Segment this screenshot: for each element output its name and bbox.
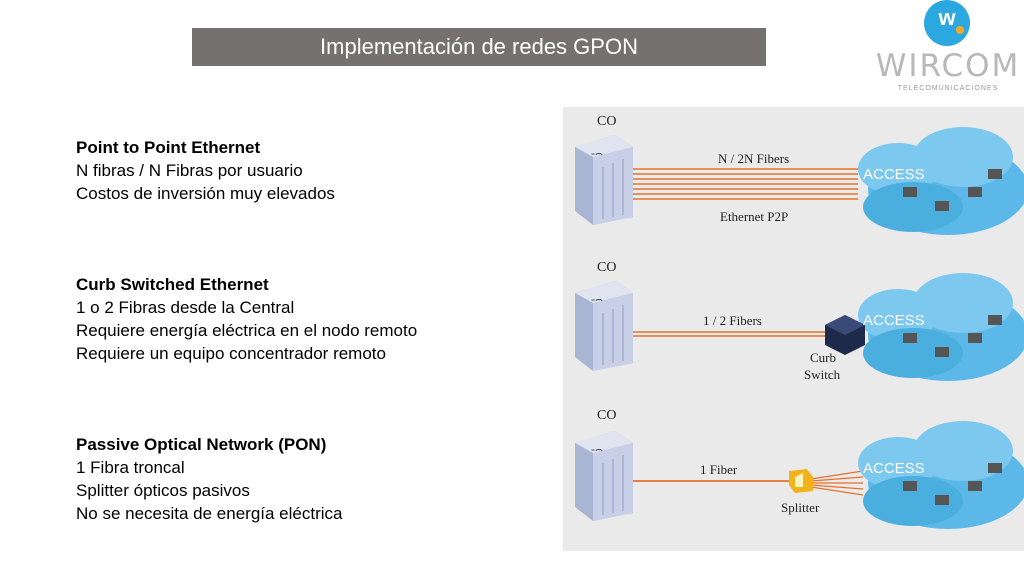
fiber-label: 1 / 2 Fibers <box>703 313 762 328</box>
section-pon: Passive Optical Network (PON) 1 Fibra tr… <box>76 433 343 525</box>
section-line: Costos de inversión muy elevados <box>76 184 335 203</box>
logo-mark: w <box>938 5 956 30</box>
section-line: Splitter ópticos pasivos <box>76 481 250 500</box>
logo-subtitle: TELECOMUNICACIONES <box>897 85 999 92</box>
section-curb: Curb Switched Ethernet 1 o 2 Fibras desd… <box>76 273 417 365</box>
section-heading: Point to Point Ethernet <box>76 138 261 157</box>
panel-p2p: CO -⌢ N / 2N Fibers Ethernet P2P <box>575 114 1024 235</box>
panel-pon: CO -⌢ 1 Fiber <box>575 408 1024 529</box>
cloud-label: ACCESS <box>863 460 925 477</box>
fiber-label: N / 2N Fibers <box>718 151 789 166</box>
fiber-pair <box>633 331 828 337</box>
co-label: CO <box>597 260 616 275</box>
section-line: No se necesita de energía eléctrica <box>76 504 343 523</box>
fiber-label: 1 Fiber <box>700 462 738 477</box>
device-label: Switch <box>804 367 841 382</box>
section-line: 1 Fibra troncal <box>76 458 185 477</box>
splitter-icon <box>789 469 813 493</box>
access-cloud-icon <box>858 273 1024 381</box>
access-cloud-icon <box>858 127 1024 235</box>
panel-curb: CO -⌢ 1 / 2 Fibers <box>575 260 1024 382</box>
section-line: N fibras / N Fibras por usuario <box>76 161 303 180</box>
company-logo: w WIRCOM TELECOMUNICACIONES <box>872 0 1024 100</box>
curb-switch-icon <box>825 315 865 355</box>
fiber-drops <box>810 470 864 496</box>
section-line: Requiere un equipo concentrador remoto <box>76 344 386 363</box>
access-cloud-icon <box>858 421 1024 529</box>
logo-name: WIRCOM <box>875 48 1021 84</box>
section-line: Requiere energía eléctrica en el nodo re… <box>76 321 418 340</box>
co-building-icon: -⌢ <box>575 431 633 521</box>
section-heading: Passive Optical Network (PON) <box>76 435 327 454</box>
svg-text:-⌢: -⌢ <box>591 146 603 160</box>
co-label: CO <box>597 114 616 129</box>
bottom-label: Ethernet P2P <box>720 209 788 224</box>
section-p2p: Point to Point Ethernet N fibras / N Fib… <box>76 136 335 205</box>
section-heading: Curb Switched Ethernet <box>76 275 269 294</box>
section-line: 1 o 2 Fibras desde la Central <box>76 298 295 317</box>
network-diagram: CO -⌢ N / 2N Fibers Ethernet P2P <box>563 107 1024 551</box>
svg-text:-⌢: -⌢ <box>591 442 603 456</box>
fiber-bundle <box>633 168 858 200</box>
co-label: CO <box>597 408 616 423</box>
cloud-label: ACCESS <box>863 166 925 183</box>
logo-circle-icon <box>924 0 970 46</box>
device-label: Curb <box>810 350 836 365</box>
slide-title: Implementación de redes GPON <box>192 28 766 66</box>
co-building-icon: -⌢ <box>575 135 633 225</box>
device-label: Splitter <box>781 500 820 515</box>
co-building-icon: -⌢ <box>575 281 633 371</box>
svg-text:-⌢: -⌢ <box>591 292 603 306</box>
logo-dot-icon <box>956 26 964 34</box>
cloud-label: ACCESS <box>863 312 925 329</box>
